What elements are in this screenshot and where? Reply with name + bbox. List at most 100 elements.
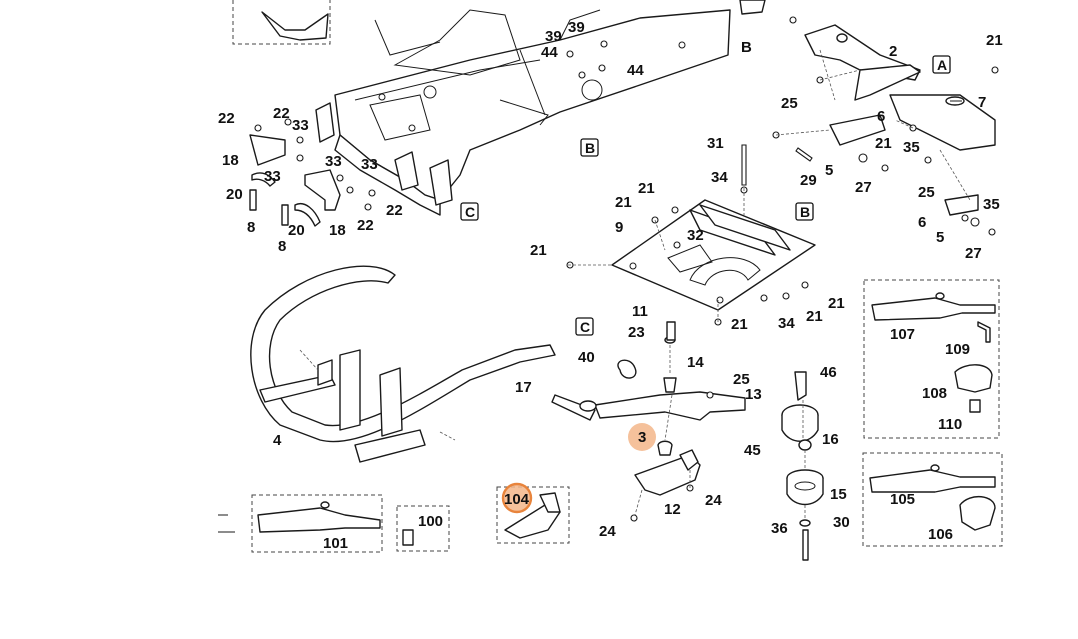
label-33: 33 <box>325 153 342 170</box>
label-5: 5 <box>936 229 944 246</box>
detail-box-105-106 <box>862 452 1003 547</box>
label-9: 9 <box>615 219 623 236</box>
label-4: 4 <box>273 432 282 449</box>
label-2: 2 <box>889 43 897 60</box>
letter-C: C <box>580 319 590 335</box>
label-34: 34 <box>711 169 728 186</box>
label-36: 36 <box>771 520 788 537</box>
label-8: 8 <box>278 238 286 255</box>
label-21: 21 <box>731 316 748 333</box>
ref-box-C-left <box>460 202 479 221</box>
label-21: 21 <box>828 295 845 312</box>
label-105: 105 <box>890 491 915 508</box>
label-106: 106 <box>928 526 953 543</box>
label-25: 25 <box>781 95 798 112</box>
chassis-frame <box>315 0 766 216</box>
label-21: 21 <box>615 194 632 211</box>
label-23: 23 <box>628 324 645 341</box>
letter-B: B <box>585 140 595 156</box>
pulley-assembly <box>781 371 824 561</box>
leader-lines <box>299 49 971 520</box>
label-16: 16 <box>822 431 839 448</box>
label-45: 45 <box>744 442 761 459</box>
label-6: 6 <box>877 108 885 125</box>
label-18: 18 <box>222 152 239 169</box>
label-30: 30 <box>833 514 850 531</box>
label-6: 6 <box>918 214 926 231</box>
label-104: 104 <box>504 491 530 508</box>
label-25: 25 <box>733 371 750 388</box>
label-22: 22 <box>386 202 403 219</box>
label-21: 21 <box>638 180 655 197</box>
label-33: 33 <box>361 156 378 173</box>
label-44: 44 <box>541 44 558 61</box>
label-44: 44 <box>627 62 644 79</box>
detail-box-101 <box>218 494 383 553</box>
label-22: 22 <box>273 105 290 122</box>
letter-C: C <box>465 204 475 220</box>
label-5: 5 <box>825 162 833 179</box>
label-101: 101 <box>323 535 348 552</box>
label-107: 107 <box>890 326 915 343</box>
label-35: 35 <box>983 196 1000 213</box>
label-18: 18 <box>329 222 346 239</box>
front-bumper <box>250 265 556 463</box>
label-31: 31 <box>707 135 724 152</box>
label-15: 15 <box>830 486 847 503</box>
ref-box-C-bumper <box>575 317 594 336</box>
detail-box-100 <box>396 505 450 552</box>
label-3: 3 <box>638 429 646 446</box>
label-34: 34 <box>778 315 795 332</box>
detail-box-104 <box>496 486 570 544</box>
label-22: 22 <box>357 217 374 234</box>
label-21: 21 <box>806 308 823 325</box>
label-12: 12 <box>664 501 681 518</box>
label-108: 108 <box>922 385 947 402</box>
center-linkage <box>551 321 746 496</box>
highlight-part-3 <box>628 423 656 451</box>
label-25: 25 <box>918 184 935 201</box>
highlight-part-104 <box>503 484 531 512</box>
label-21: 21 <box>530 242 547 259</box>
front-axle-bracket <box>804 24 996 216</box>
label-14: 14 <box>687 354 704 371</box>
label-35: 35 <box>903 139 920 156</box>
label-33: 33 <box>292 117 309 134</box>
detail-box-top-left <box>232 0 331 45</box>
label-17: 17 <box>515 379 532 396</box>
label-21: 21 <box>875 135 892 152</box>
label-33: 33 <box>264 168 281 185</box>
label-110: 110 <box>938 416 962 433</box>
part-labels: 2 7 21 25 6 21 35 5 27 29 25 31 34 B A 2… <box>218 19 1003 552</box>
label-20: 20 <box>288 222 305 239</box>
label-21-top: B <box>741 39 752 56</box>
letter-B: B <box>800 204 810 220</box>
label-29: 29 <box>800 172 817 189</box>
label-40: 40 <box>578 349 595 366</box>
label-39: 39 <box>568 19 585 36</box>
label-22: 22 <box>218 110 235 127</box>
ref-box-B-right <box>795 202 814 221</box>
left-small-parts <box>249 134 341 227</box>
label-7: 7 <box>978 94 986 111</box>
label-27: 27 <box>965 245 982 262</box>
label-46: 46 <box>820 364 837 381</box>
label-20: 20 <box>226 186 243 203</box>
label-13: 13 <box>745 386 762 403</box>
label-100: 100 <box>418 513 443 530</box>
label-27: 27 <box>855 179 872 196</box>
label-24: 24 <box>705 492 722 509</box>
label-21: 21 <box>986 32 1003 49</box>
label-32: 32 <box>687 227 704 244</box>
label-39: 39 <box>545 28 562 45</box>
ref-box-A <box>932 55 951 74</box>
highlight-ring-104 <box>501 482 533 514</box>
detail-box-107-110 <box>863 279 1000 439</box>
label-11: 11 <box>632 303 648 320</box>
label-109: 109 <box>945 341 970 358</box>
fasteners <box>254 16 999 522</box>
label-24: 24 <box>599 523 616 540</box>
label-8: 8 <box>247 219 255 236</box>
ref-box-B-top <box>580 138 599 157</box>
